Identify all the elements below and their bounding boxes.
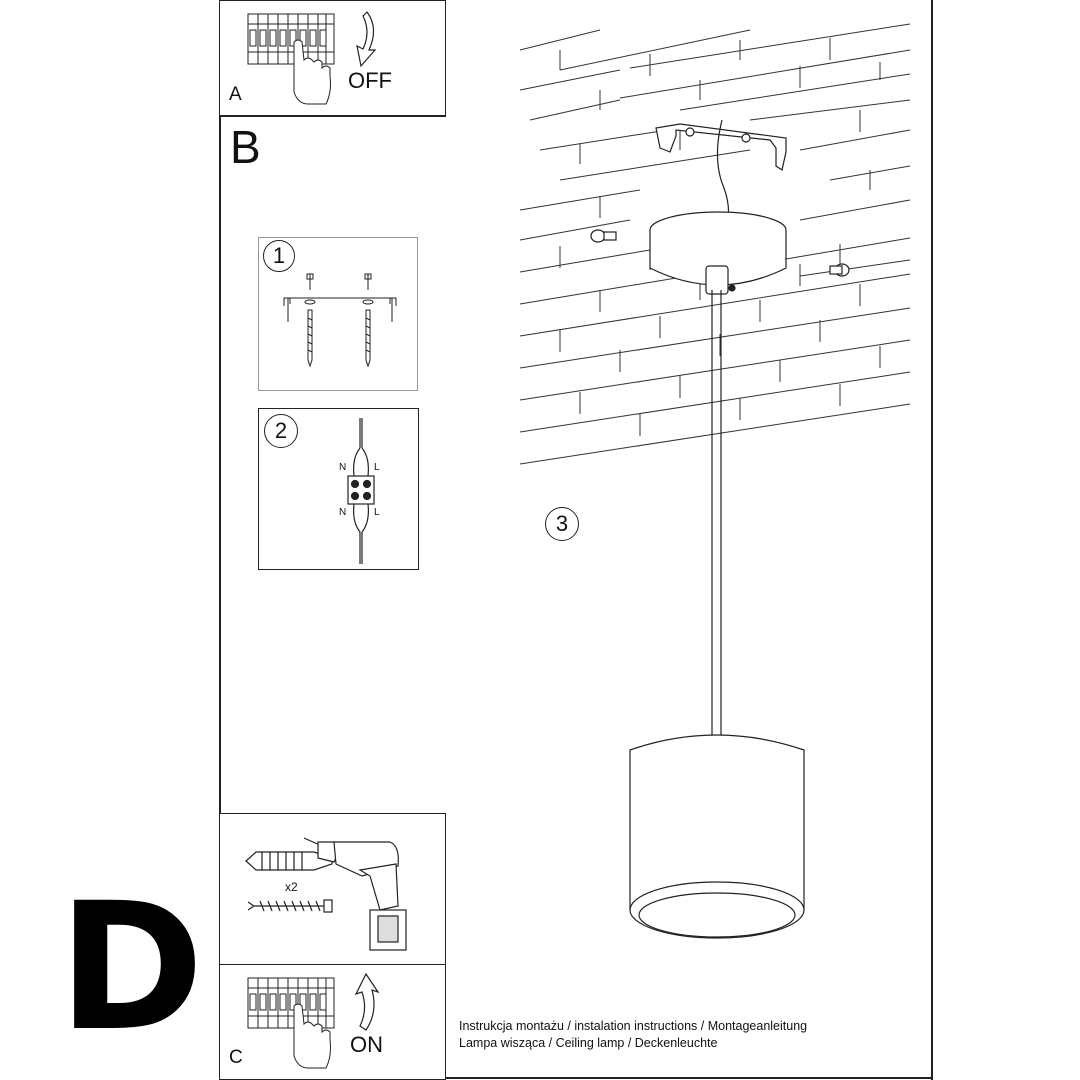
step1-number: 1 — [263, 240, 295, 272]
section-a-label: A — [229, 84, 242, 105]
terminal-block-icon — [347, 418, 375, 564]
ceiling-brick-illustration — [519, 23, 911, 465]
caption-line1: Instrukcja montażu / instalation instruc… — [459, 1019, 808, 1033]
bracket-screws-icon — [283, 273, 397, 368]
wire-l-bottom-label: L — [374, 507, 380, 518]
off-label: OFF — [348, 68, 392, 93]
wire-l-top-label: L — [374, 462, 380, 473]
quantity-label: x2 — [285, 880, 298, 894]
panel-b-divider — [219, 115, 446, 117]
pendant-lamp-illustration — [629, 290, 805, 939]
letter-badge: D — [58, 865, 205, 1070]
frame-bottom-border — [219, 1077, 933, 1079]
fuse-box-icon — [247, 977, 335, 1069]
step2-number: 2 — [264, 414, 298, 448]
panel-drill-tools — [219, 813, 446, 965]
power-drill-icon — [303, 837, 407, 951]
section-b-label: B — [230, 121, 261, 173]
on-label: ON — [350, 1032, 383, 1057]
curved-arrow-up-icon — [354, 972, 380, 1031]
frame-right-border — [931, 0, 933, 1080]
panel-c-power-on — [219, 964, 446, 1080]
instructions-caption: Instrukcja montażu / instalation instruc… — [459, 1018, 807, 1052]
curved-arrow-down-icon — [356, 11, 377, 68]
section-c-label: C — [229, 1047, 243, 1068]
fuse-box-icon — [247, 13, 335, 105]
step3-number: 3 — [545, 507, 579, 541]
frame-left-border — [219, 0, 221, 1080]
wire-n-top-label: N — [339, 462, 347, 473]
screw-icon — [247, 899, 333, 913]
caption-line2: Lampa wisząca / Ceiling lamp / Deckenleu… — [459, 1036, 718, 1050]
wire-n-bottom-label: N — [339, 507, 347, 518]
